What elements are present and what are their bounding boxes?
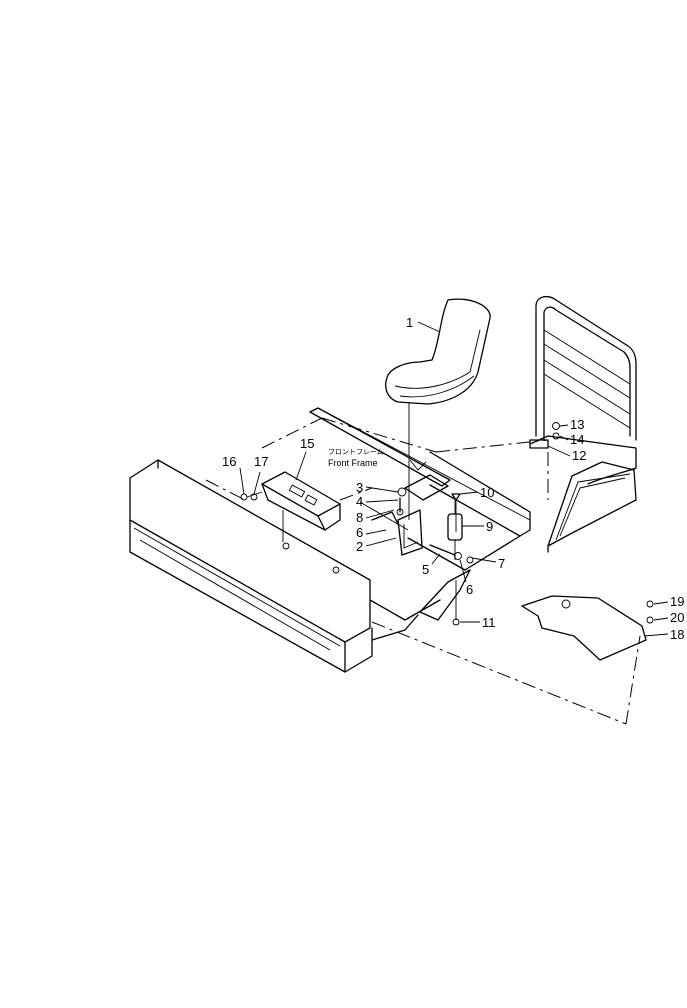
front-frame-body	[129, 459, 441, 673]
callout-1: 1	[406, 315, 413, 330]
callout-6b: 6	[466, 582, 473, 597]
damper	[447, 493, 463, 560]
callout-20: 20	[670, 610, 684, 625]
callout-10: 10	[480, 485, 494, 500]
callout-8: 8	[356, 510, 363, 525]
frame-label-en: Front Frame	[328, 458, 378, 468]
callout-4: 4	[356, 494, 363, 509]
frame-label-jp: フロントフレーム	[328, 448, 384, 456]
floor-plate	[521, 595, 654, 661]
callout-7: 7	[498, 556, 505, 571]
callout-13: 13	[570, 417, 584, 432]
callout-15: 15	[300, 436, 314, 451]
rear-guard	[529, 295, 637, 553]
seat-bracket	[371, 487, 423, 556]
callout-11: 11	[482, 615, 496, 630]
seat	[385, 298, 491, 520]
mount-plate	[404, 459, 449, 501]
callout-6a: 6	[356, 525, 363, 540]
assembly-lines	[205, 417, 641, 725]
callout-9: 9	[486, 519, 493, 534]
callout-5: 5	[422, 562, 429, 577]
callout-16: 16	[222, 454, 236, 469]
callout-14: 14	[570, 432, 584, 447]
callout-19: 19	[670, 594, 684, 609]
callout-17: 17	[254, 454, 268, 469]
tool-box	[240, 471, 341, 574]
callout-12: 12	[572, 448, 586, 463]
leader-lines	[239, 321, 669, 637]
callout-3: 3	[356, 480, 363, 495]
operator-deck	[309, 407, 531, 571]
callout-18: 18	[670, 627, 684, 642]
callout-2: 2	[356, 539, 363, 554]
